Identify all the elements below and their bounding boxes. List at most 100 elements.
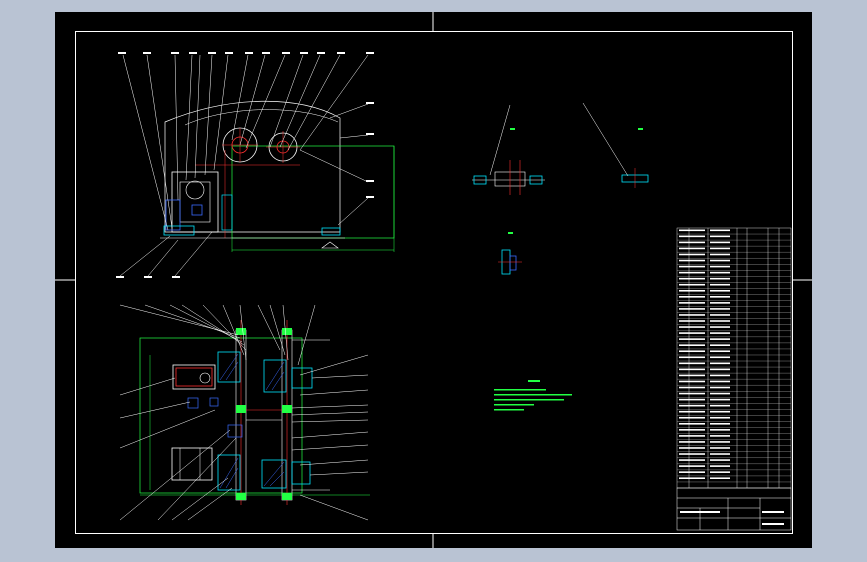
bom-row-text: [710, 477, 730, 480]
bom-row-text: [710, 386, 730, 389]
bom-row-text: [710, 229, 730, 232]
bom-row-text: [710, 326, 730, 328]
bom-row-text: [710, 235, 730, 238]
technical-notes: [494, 380, 572, 411]
bom-row-text: [679, 392, 705, 395]
bom-row-text: [710, 362, 730, 365]
detail-view-b: [582, 102, 649, 188]
bom-row-text: [710, 422, 730, 425]
bom-row-text: [679, 398, 705, 401]
bom-row-text: [679, 302, 705, 304]
bom-row-text: [710, 241, 730, 244]
bom-row-text: [679, 350, 705, 353]
bom-row-text: [679, 247, 705, 250]
bom-row-text: [710, 289, 730, 292]
bom-row-text: [679, 277, 705, 280]
bom-row-text: [710, 435, 730, 437]
bom-row-text: [710, 308, 730, 310]
bom-row-text: [679, 447, 705, 449]
bom-row-text: [679, 259, 705, 262]
bom-row-text: [710, 283, 730, 286]
bom-row-text: [710, 459, 730, 461]
bom-row-text: [679, 265, 705, 268]
drawing-frame: [75, 31, 793, 534]
bom-row-text: [710, 471, 730, 473]
detail-view-c: [498, 249, 522, 275]
bom-row-text: [710, 374, 730, 377]
detail-labels: [508, 128, 643, 234]
drawing-sheet: [55, 12, 812, 548]
bom-row-text: [710, 247, 730, 250]
bom-row-text: [710, 302, 730, 304]
section-view-leaders: [119, 304, 369, 521]
bom-row-text: [679, 308, 705, 310]
bom-row-text: [679, 471, 705, 473]
sheet-center-marks: [55, 12, 812, 548]
bom-row-text: [710, 350, 730, 353]
bom-row-text: [710, 356, 730, 359]
bom-row-text: [679, 326, 705, 328]
bom-row-text: [710, 410, 730, 413]
bom-rows: [677, 229, 791, 483]
bom-row-text: [710, 271, 730, 274]
bom-row-text: [679, 422, 705, 425]
bom-row-text: [710, 344, 730, 346]
bom-row-text: [710, 265, 730, 268]
bom-row-text: [679, 344, 705, 346]
bom-row-text: [710, 465, 730, 467]
bom-row-text: [710, 332, 730, 334]
bom-row-text: [679, 453, 705, 455]
bom-row-text: [710, 277, 730, 280]
bom-row-text: [679, 435, 705, 437]
bom-row-text: [710, 416, 730, 419]
bom-row-text: [679, 320, 705, 322]
bom-row-text: [679, 465, 705, 467]
front-view-leaders: [119, 54, 369, 277]
bom-row-text: [710, 338, 730, 340]
section-view: [139, 320, 370, 505]
bom-row-text: [679, 314, 705, 316]
bom-row-text: [679, 404, 705, 407]
bom-row-text: [679, 441, 705, 443]
bom-row-text: [710, 404, 730, 407]
front-view-numbers: [116, 52, 374, 278]
bom-row-text: [679, 386, 705, 389]
bom-row-text: [710, 429, 730, 431]
bom-row-text: [710, 320, 730, 322]
bom-row-text: [710, 253, 730, 256]
bom-row-text: [679, 362, 705, 365]
bom-row-text: [710, 398, 730, 401]
bom-row-text: [710, 441, 730, 443]
bom-row-text: [679, 410, 705, 413]
bom-row-text: [679, 289, 705, 292]
bom-row-text: [679, 374, 705, 377]
bom-row-text: [679, 338, 705, 340]
bom-row-text: [710, 392, 730, 395]
bom-row-text: [710, 259, 730, 262]
title-block-marks: [680, 511, 784, 525]
bom-row-text: [679, 271, 705, 274]
bom-row-text: [710, 380, 730, 383]
detail-view-a: [472, 104, 545, 195]
bom-row-text: [679, 477, 705, 480]
bom-row-text: [679, 229, 705, 232]
bom-row-text: [679, 416, 705, 419]
title-block: [676, 487, 792, 531]
bom-row-text: [710, 447, 730, 449]
bom-row-text: [710, 314, 730, 316]
bom-row-text: [710, 453, 730, 455]
bom-row-text: [679, 241, 705, 244]
bom-row-text: [679, 459, 705, 461]
bom-row-text: [679, 368, 705, 371]
bom-row-text: [679, 380, 705, 383]
bom-row-text: [679, 356, 705, 359]
bom-row-text: [679, 429, 705, 431]
bom-row-text: [679, 332, 705, 334]
bom-row-text: [679, 253, 705, 256]
bom-row-text: [679, 283, 705, 286]
bom-row-text: [710, 296, 730, 298]
bom-row-text: [710, 368, 730, 371]
bom-row-text: [679, 296, 705, 298]
bom-row-text: [679, 235, 705, 238]
